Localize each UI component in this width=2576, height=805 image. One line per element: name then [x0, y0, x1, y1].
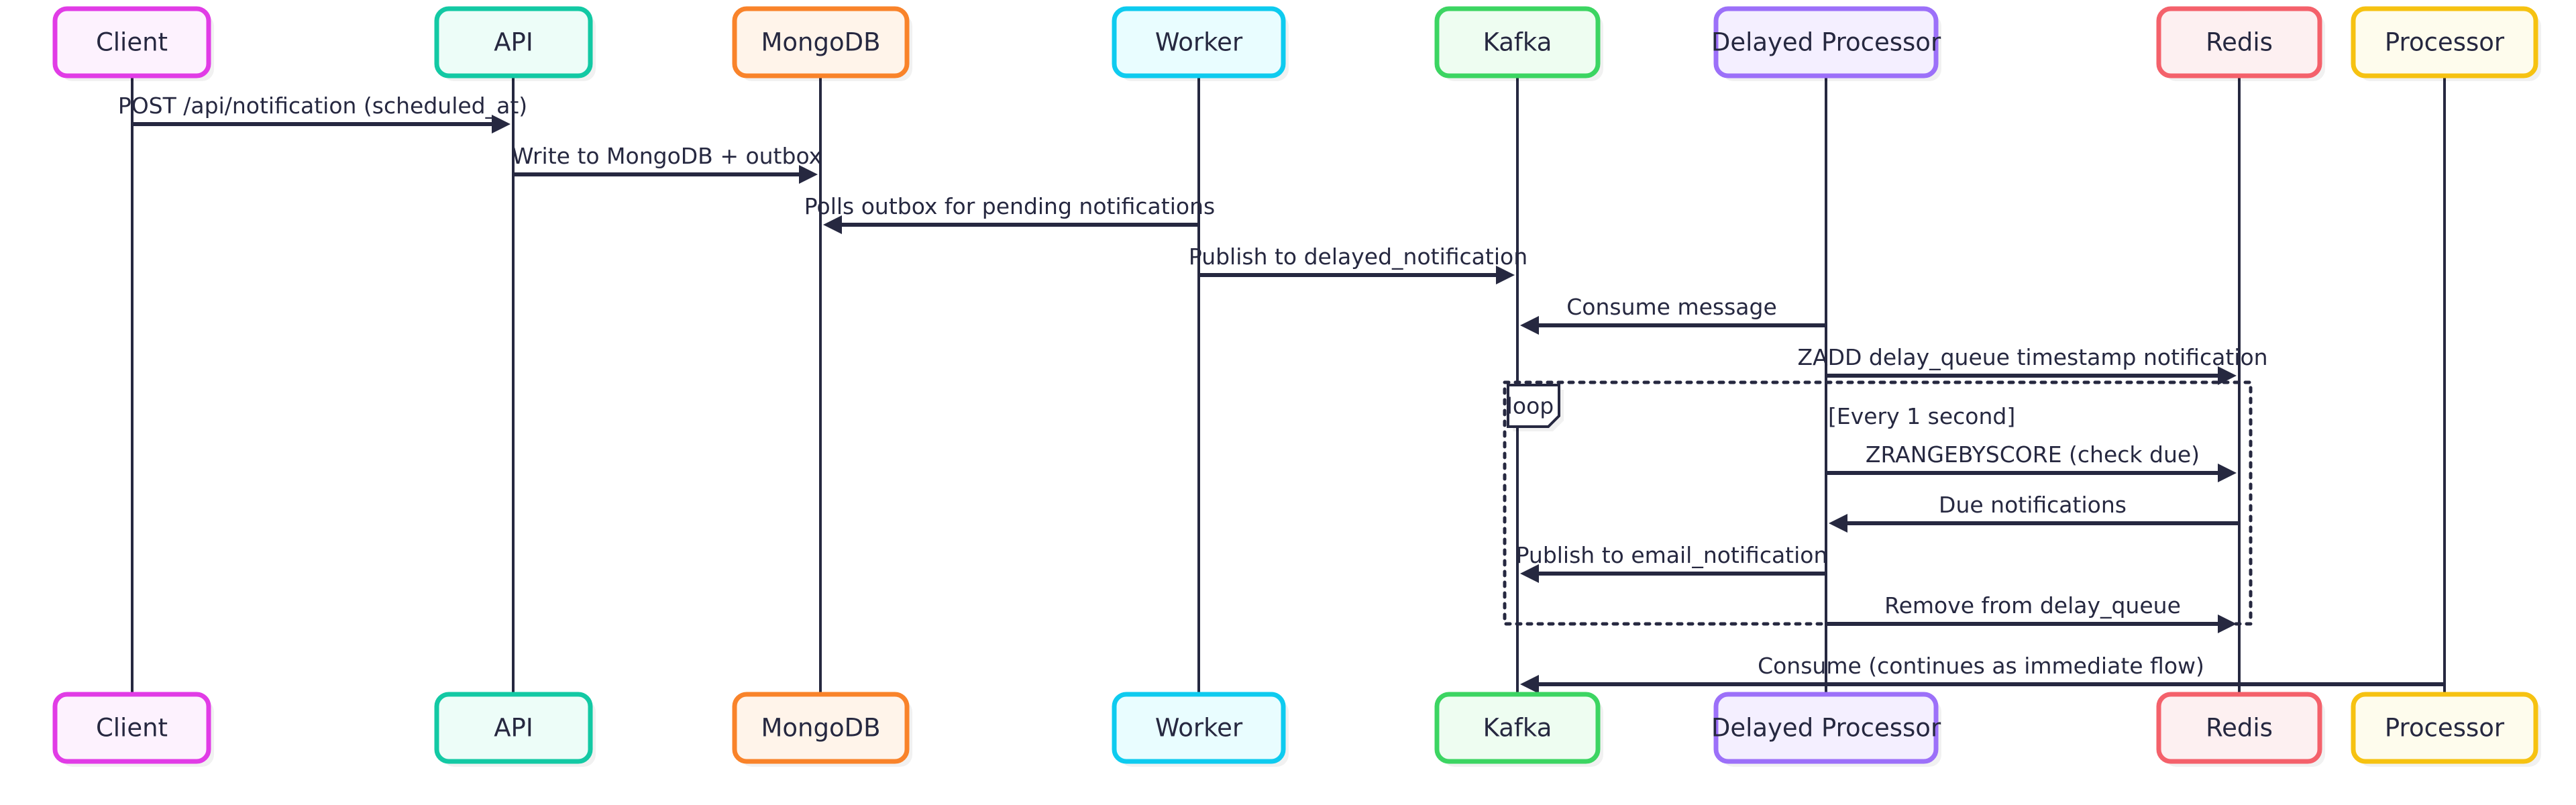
participant-label: Processor — [2385, 714, 2505, 743]
message-arrowhead-m7 — [2218, 464, 2237, 482]
participant-box[interactable] — [732, 692, 910, 764]
loop-condition-label: [Every 1 second] — [1828, 403, 2015, 429]
message-arrowhead-m9 — [1520, 564, 1539, 583]
message-arrowhead-m11 — [1520, 675, 1539, 694]
participant-box[interactable] — [1112, 6, 1286, 78]
message-label-m3: Polls outbox for pending notifications — [804, 193, 1215, 219]
participant-processor-bottom[interactable]: Processor — [2351, 692, 2541, 767]
message-arrowhead-m8 — [1829, 514, 1847, 533]
message-label-m8: Due notifications — [1939, 492, 2127, 518]
participant-box[interactable] — [1713, 692, 1939, 764]
participant-label: MongoDB — [761, 28, 880, 57]
participant-label: Processor — [2385, 28, 2505, 57]
participant-box[interactable] — [1713, 6, 1939, 78]
participant-box[interactable] — [434, 692, 593, 764]
participant-box[interactable] — [2351, 692, 2538, 764]
participant-label: Client — [96, 714, 168, 743]
participant-delayed_processor-bottom[interactable]: Delayed Processor — [1711, 692, 1941, 767]
message-arrowhead-m10 — [2218, 614, 2237, 633]
participant-label: Delayed Processor — [1711, 714, 1941, 743]
message-arrowhead-m2 — [799, 165, 818, 184]
participant-label: MongoDB — [761, 714, 880, 743]
participant-label: Delayed Processor — [1711, 28, 1941, 57]
participant-box[interactable] — [1434, 6, 1601, 78]
message-arrowhead-m4 — [1496, 266, 1515, 284]
participant-box[interactable] — [52, 6, 211, 78]
participant-box[interactable] — [434, 6, 593, 78]
participant-box[interactable] — [2351, 6, 2538, 78]
participant-api-top[interactable]: API — [434, 6, 596, 81]
participant-label: Kafka — [1483, 28, 1552, 57]
participant-delayed_processor-top[interactable]: Delayed Processor — [1711, 6, 1941, 81]
participant-label: Redis — [2206, 714, 2273, 743]
participant-label: Worker — [1155, 714, 1243, 743]
participant-api-bottom[interactable]: API — [434, 692, 596, 767]
message-arrowhead-m1 — [492, 115, 511, 133]
loop-tab — [1507, 384, 1560, 428]
message-label-m6: ZADD delay_queue timestamp notification — [1797, 344, 2267, 370]
participant-client-bottom[interactable]: Client — [52, 692, 214, 767]
participant-box[interactable] — [2156, 692, 2322, 764]
participant-mongodb-bottom[interactable]: MongoDB — [732, 692, 912, 767]
participant-box[interactable] — [1434, 692, 1601, 764]
message-label-m2: Write to MongoDB + outbox — [512, 143, 822, 169]
participant-kafka-top[interactable]: Kafka — [1434, 6, 1603, 81]
message-label-m10: Remove from delay_queue — [1884, 592, 2181, 619]
participant-redis-top[interactable]: Redis — [2156, 6, 2325, 81]
participant-worker-top[interactable]: Worker — [1112, 6, 1289, 81]
participant-kafka-bottom[interactable]: Kafka — [1434, 692, 1603, 767]
message-label-m5: Consume message — [1566, 294, 1777, 320]
message-arrowhead-m3 — [823, 215, 842, 234]
participant-box[interactable] — [1112, 692, 1286, 764]
participant-client-top[interactable]: Client — [52, 6, 214, 81]
participant-redis-bottom[interactable]: Redis — [2156, 692, 2325, 767]
participant-label: API — [494, 28, 533, 57]
participant-label: API — [494, 714, 533, 743]
participant-box[interactable] — [732, 6, 910, 78]
loop-fragments-group: loop [Every 1 second] — [1503, 380, 2253, 626]
participant-processor-top[interactable]: Processor — [2351, 6, 2541, 81]
loop-tab-label: loop — [1507, 393, 1554, 419]
participant-label: Kafka — [1483, 714, 1552, 743]
message-label-m1: POST /api/notification (scheduled_at) — [118, 93, 527, 119]
message-label-m9: Publish to email_notification — [1516, 542, 1828, 568]
participants-group: ClientClientAPIAPIMongoDBMongoDBWorkerWo… — [52, 6, 2541, 767]
participant-label: Worker — [1155, 28, 1243, 57]
participant-worker-bottom[interactable]: Worker — [1112, 692, 1289, 767]
message-label-m7: ZRANGEBYSCORE (check due) — [1866, 441, 2200, 468]
participant-mongodb-top[interactable]: MongoDB — [732, 6, 912, 81]
participant-box[interactable] — [52, 692, 211, 764]
message-label-m11: Consume (continues as immediate flow) — [1758, 653, 2204, 679]
participant-box[interactable] — [2156, 6, 2322, 78]
message-arrowhead-m5 — [1520, 316, 1539, 335]
participant-label: Client — [96, 28, 168, 57]
message-label-m4: Publish to delayed_notification — [1189, 244, 1527, 270]
message-arrowhead-m6 — [2218, 366, 2237, 385]
messages-group: POST /api/notification (scheduled_at) Wri… — [118, 93, 2445, 694]
participant-label: Redis — [2206, 28, 2273, 57]
